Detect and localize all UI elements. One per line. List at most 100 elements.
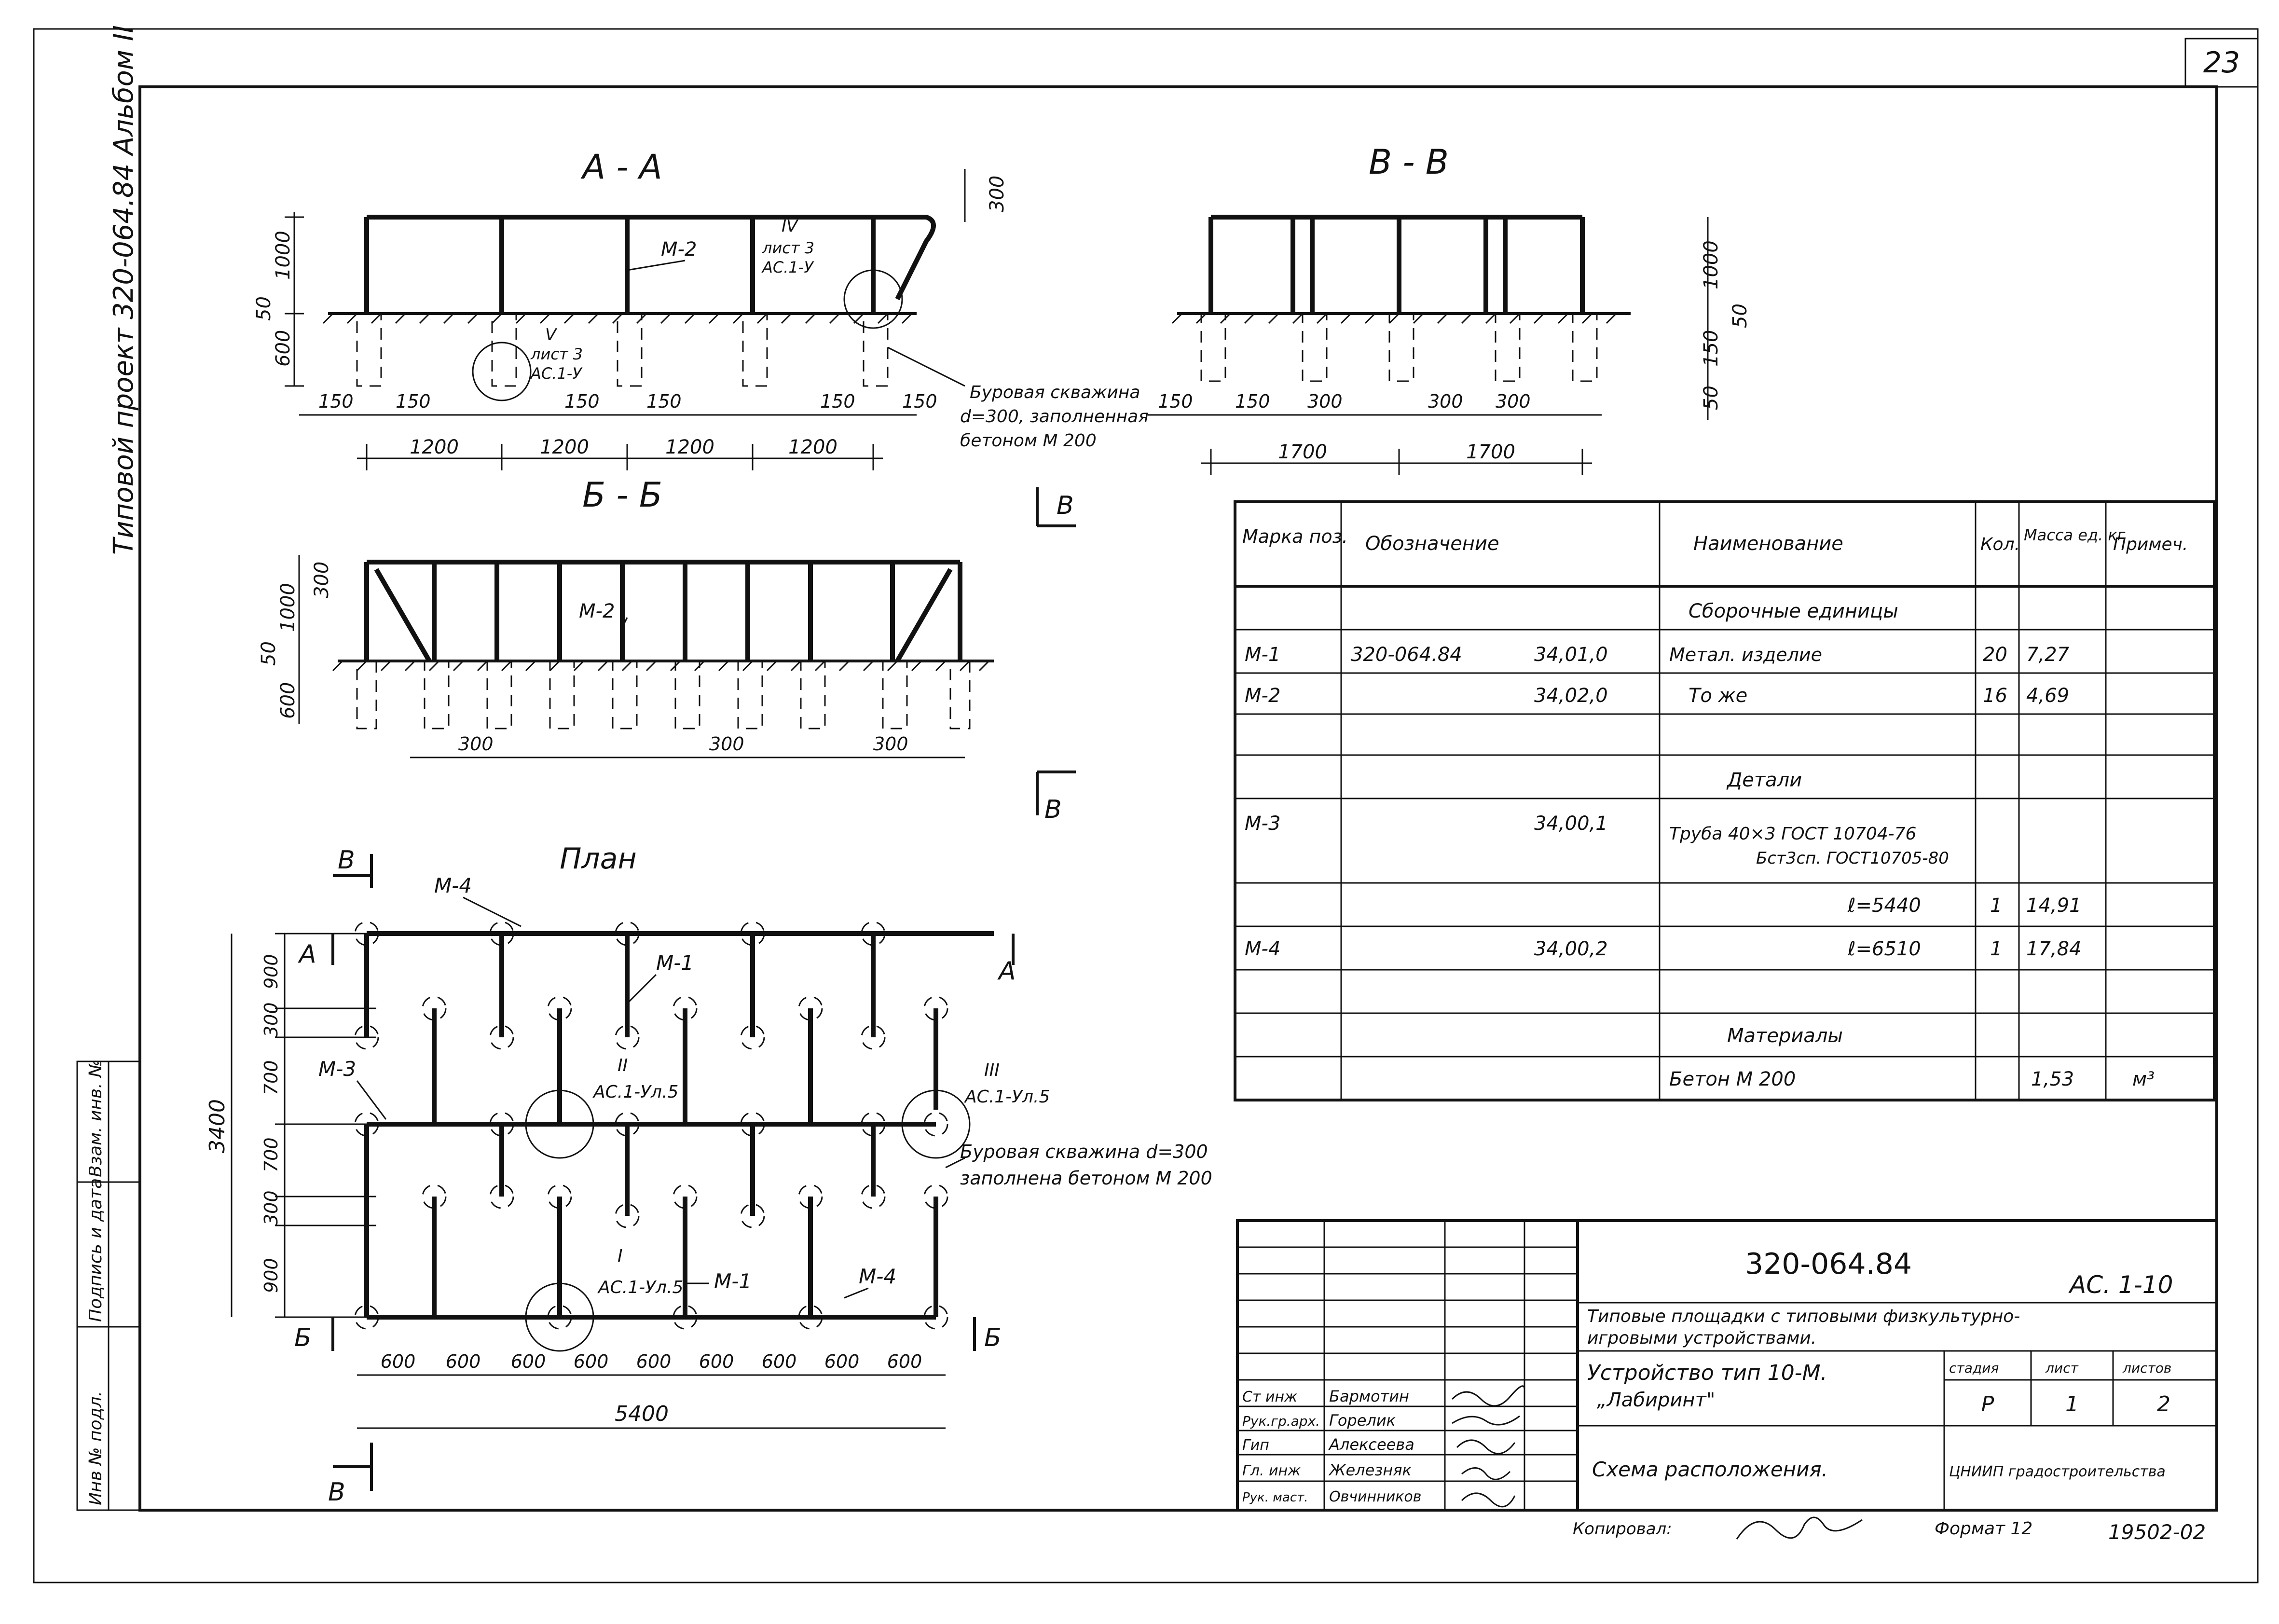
plan-mark-m4-top: М-4: [434, 874, 472, 897]
plan-dim-v-6: 900: [261, 1258, 282, 1293]
plan-total-v: 3400: [205, 1099, 230, 1153]
plan-dim-h-9: 600: [887, 1351, 922, 1372]
tb-role-2: Гип: [1242, 1437, 1269, 1454]
tb-stage: Р: [1981, 1392, 1994, 1417]
spec-row-8-name: ℓ=6510: [1847, 938, 1921, 960]
stamp-vzam-inv: Взам. инв. №: [86, 1060, 106, 1177]
spec-row-8-num: 34,00,2: [1534, 938, 1608, 960]
tb-name-0: Бармотин: [1329, 1387, 1409, 1405]
plan-cut-a-left: А: [298, 940, 316, 969]
spec-row-2-name: То же: [1689, 685, 1747, 707]
plan-callout-i-num: I: [618, 1246, 623, 1266]
page-number: 23: [2203, 46, 2240, 80]
vv-span-2: 1700: [1466, 441, 1515, 463]
plan-dim-v-2: 300: [261, 1002, 282, 1037]
spec-row-8-qty: 1: [1990, 938, 2002, 960]
plan-dim-h-5: 600: [636, 1351, 672, 1372]
aa-offset-5: 150: [820, 391, 855, 412]
stamp-signature-date: Подпись и дата: [86, 1178, 106, 1322]
aa-callout-v-num: V: [545, 325, 558, 344]
tb-project-line1: Типовые площадки с типовыми физкультурно…: [1587, 1307, 2020, 1326]
aa-callout-iv-ref2: АС.1-У: [761, 258, 814, 276]
plan-dim-v-5: 300: [261, 1190, 282, 1225]
title-block: Ст инж Бармотин Рук.гр.арх. Горелик Гип …: [1236, 1219, 2218, 1512]
spec-row-7-qty: 1: [1990, 895, 2002, 917]
aa-callout-iv-num: IV: [782, 217, 799, 236]
spec-row-5-mark: М-3: [1245, 812, 1280, 835]
aa-offset-1: 150: [318, 391, 354, 412]
bb-dim-1000: 1000: [277, 583, 299, 632]
plan-dim-h-1: 600: [381, 1351, 416, 1372]
spec-row-7-mass: 14,91: [2026, 895, 2082, 917]
spec-header-note: Примеч.: [2113, 535, 2188, 554]
plan-dim-v-3: 700: [261, 1060, 282, 1095]
aa-dim-50: 50: [253, 296, 275, 321]
spec-row-1-mass: 7,27: [2026, 644, 2070, 666]
plan-dim-h-3: 600: [511, 1351, 546, 1372]
plan-cut-a-right: А: [997, 957, 1016, 986]
plan-mark-m1-bot: М-1: [714, 1269, 752, 1293]
plan-note-line1: Буровая скважина d=300: [960, 1141, 1208, 1162]
spec-row-1-qty: 20: [1983, 644, 2007, 666]
plan-dim-h-8: 600: [824, 1351, 860, 1372]
tb-name-3: Железняк: [1328, 1461, 1412, 1479]
spec-row-0-name: Сборочные единицы: [1689, 600, 1898, 622]
section-bb-title: Б - Б: [582, 475, 662, 515]
aa-offset-4: 150: [646, 391, 682, 412]
footer-format-label: Формат 12: [1935, 1519, 2032, 1539]
aa-callout-v-ref2: АС.1-У: [530, 364, 583, 383]
aa-offset-6: 150: [902, 391, 937, 412]
spec-row-2-qty: 16: [1983, 685, 2007, 707]
cut-v-upper: В: [1057, 491, 1074, 520]
plan-dim-v-1: 900: [261, 954, 282, 989]
aa-dim-600: 600: [272, 330, 294, 367]
tb-role-0: Ст инж: [1242, 1389, 1297, 1405]
spec-row-1-num: 34,01,0: [1534, 644, 1608, 666]
vv-offset-5: 300: [1496, 391, 1531, 412]
tb-object-line2: „Лабиринт": [1597, 1389, 1715, 1411]
plan-mark-m4-bot: М-4: [859, 1265, 896, 1288]
plan-callout-iii-num: III: [984, 1060, 1000, 1080]
tb-role-4: Рук. маст.: [1242, 1490, 1308, 1505]
vv-offset-1: 150: [1158, 391, 1193, 412]
bb-dim-3: 300: [873, 733, 908, 755]
plan-callout-ii-ref: АС.1-Ул.5: [592, 1082, 678, 1102]
side-label: Типовой проект 320-064.84 Альбом II: [108, 25, 139, 555]
vv-dim-50b: 50: [1700, 385, 1722, 410]
tb-sheet-code: АС. 1-10: [2068, 1271, 2173, 1299]
plan-title: План: [560, 842, 636, 876]
vv-dim-50a: 50: [1729, 303, 1751, 328]
aa-dim-1000: 1000: [272, 231, 294, 280]
section-aa: А - А 1000 50 600 300 150 150 150: [253, 147, 1149, 470]
vv-offset-2: 150: [1235, 391, 1270, 412]
tb-sheets-label: листов: [2122, 1360, 2171, 1376]
vv-offset-3: 300: [1307, 391, 1343, 412]
signature-5: [1461, 1492, 1516, 1508]
tb-organization: ЦНИИП градостроительства: [1949, 1463, 2166, 1480]
section-aa-title: А - А: [580, 147, 662, 187]
plan-dim-h-4: 600: [574, 1351, 609, 1372]
signature-3: [1456, 1439, 1516, 1455]
spec-row-7-name: ℓ=5440: [1847, 895, 1921, 917]
spec-row-6-name: Бст3сп. ГОСТ10705-80: [1756, 849, 1949, 868]
cut-v-lower: В: [1044, 795, 1062, 824]
aa-offset-3: 150: [564, 391, 600, 412]
tb-project-line2: игровыми устройствами.: [1587, 1328, 1816, 1348]
vv-dim-150: 150: [1700, 330, 1722, 367]
spec-row-11-note: м³: [2132, 1068, 2155, 1090]
spec-row-2-mark: М-2: [1245, 685, 1280, 707]
spec-row-2-num: 34,02,0: [1534, 685, 1608, 707]
spec-header-mass: Масса ед. кг: [2024, 526, 2126, 544]
spec-row-5-name: Труба 40×3 ГОСТ 10704-76: [1669, 824, 1916, 844]
spec-row-11-name: Бетон М 200: [1669, 1068, 1796, 1090]
aa-span-4: 1200: [788, 436, 837, 458]
spec-row-1-name: Метал. изделие: [1669, 644, 1822, 665]
aa-mark-m2: М-2: [661, 238, 697, 261]
tb-sheet: 1: [2065, 1392, 2079, 1417]
plan-view: План: [205, 842, 1212, 1507]
left-stamp: Инв № подл. Подпись и дата Взам. инв. №: [76, 1060, 141, 1511]
spec-header-mark: Марка поз.: [1242, 526, 1348, 547]
copier-signature: [1736, 1516, 1863, 1540]
tb-role-1: Рук.гр.арх.: [1242, 1413, 1320, 1429]
